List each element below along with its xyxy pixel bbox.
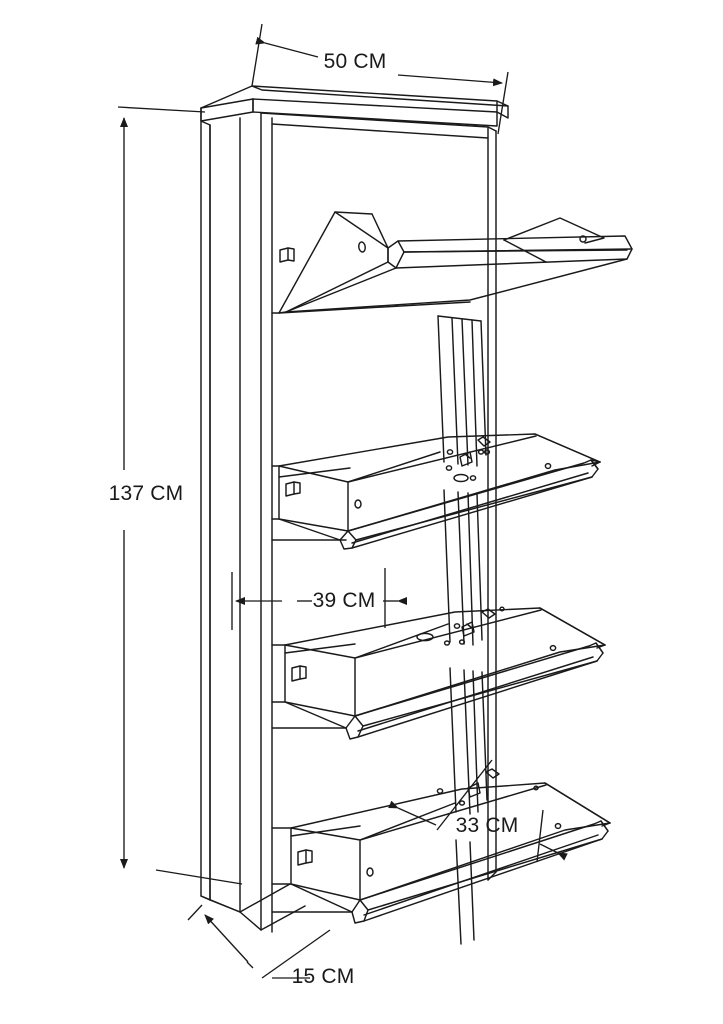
front-frame xyxy=(260,112,497,931)
cabinet-bottom xyxy=(239,883,306,933)
width-dimension xyxy=(251,23,509,135)
flap-hinge-hardware xyxy=(297,849,307,866)
height-dimension-label: 137 CM xyxy=(109,482,184,505)
shelf-mounting-holes xyxy=(445,436,552,483)
width-dimension-label: 50 CM xyxy=(324,50,387,73)
flap-4 xyxy=(290,768,611,924)
cabinet-depth-dimension-label: 15 CM xyxy=(292,965,355,988)
flap-hinge-hardware xyxy=(279,247,289,263)
top-panel xyxy=(200,85,509,127)
shelf-mounting-holes xyxy=(416,606,557,652)
cabinet-depth-dimension xyxy=(187,904,331,979)
cabinet-carcass xyxy=(200,85,509,933)
flap-hinge-hardware xyxy=(291,665,301,682)
shelf-mounting-holes xyxy=(436,768,562,830)
flap-3 xyxy=(284,606,606,740)
flap-1 xyxy=(278,211,633,314)
interior-depth-dimension-label: 39 CM xyxy=(313,589,376,612)
interior-depth-dimension xyxy=(231,568,407,630)
flap-depth-dimension xyxy=(388,759,568,863)
flap-hinge-hardware xyxy=(285,481,295,497)
interior-shelf-edges xyxy=(271,312,353,913)
flap-2 xyxy=(278,433,601,550)
flap-depth-dimension-label: 33 CM xyxy=(456,814,519,837)
left-side-panel xyxy=(200,107,262,931)
height-dimension xyxy=(117,106,243,885)
